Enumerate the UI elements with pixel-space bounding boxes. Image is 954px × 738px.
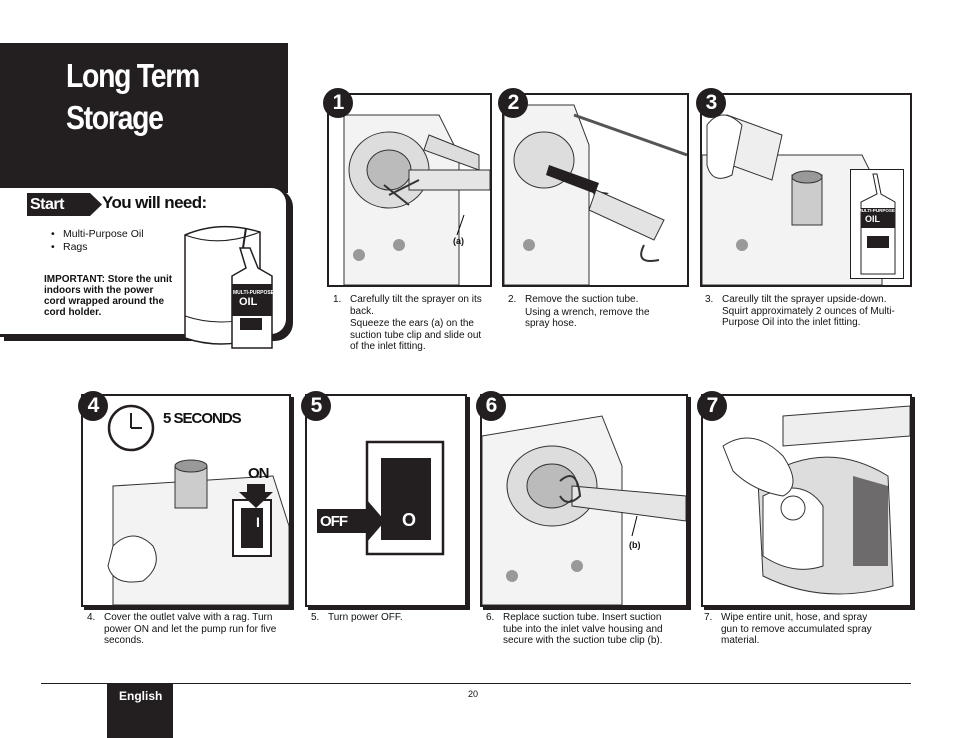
step-4-badge: 4 <box>78 391 108 421</box>
rags-and-oil-illustration <box>184 225 273 349</box>
page-number: 20 <box>468 689 479 699</box>
page-title-line-1: Long Term <box>66 57 200 94</box>
switch-on-label: ON <box>248 465 269 482</box>
callout-b: (b) <box>629 540 641 550</box>
step-3-oil-label-big: OIL <box>865 214 880 224</box>
callout-a: (a) <box>453 236 464 246</box>
start-tag-arrow <box>27 193 102 216</box>
step-7-badge: 7 <box>697 391 727 421</box>
step-6-badge: 6 <box>476 391 506 421</box>
supplies-item: Rags <box>48 241 144 254</box>
step-2-text: Remove the suction tube. <box>525 294 639 305</box>
step-5-illustration <box>305 394 467 607</box>
step-3-illustration <box>700 93 912 287</box>
step-4-number: 4. <box>87 612 96 623</box>
step-2-text-2: Using a wrench, remove the spray hose. <box>525 306 650 330</box>
step-1-number: 1. <box>333 294 342 305</box>
storage-important-note: IMPORTANT: Store the unit indoors with t… <box>44 274 173 318</box>
step-3-text: Careully tilt the sprayer upside-down. S… <box>722 294 895 328</box>
supplies-heading: You will need: <box>102 193 207 212</box>
language-tab <box>107 684 173 738</box>
supplies-list: Multi-Purpose Oil Rags <box>48 228 144 254</box>
step-2-badge: 2 <box>498 88 528 118</box>
oil-inlet-fitting-drawing <box>702 114 883 285</box>
step-6-text: Replace suction tube. Insert suction tub… <box>503 612 663 646</box>
step-7-text: Wipe entire unit, hose, and spray gun to… <box>721 612 872 646</box>
step-7-caption: 7. Wipe entire unit, hose, and spray gun… <box>704 612 884 647</box>
step-2-illustration <box>502 93 689 287</box>
step-3-badge: 3 <box>696 88 726 118</box>
step-1-illustration <box>327 93 492 287</box>
step-2-number: 2. <box>508 294 517 305</box>
step-6-caption: 6. Replace suction tube. Insert suction … <box>486 612 666 647</box>
suction-tube-removal-drawing <box>504 104 687 285</box>
step-1-caption: 1. Carefully tilt the sprayer on its bac… <box>333 294 483 353</box>
step-3-number: 3. <box>705 294 714 305</box>
power-switch-off-drawing <box>317 440 445 556</box>
oil-label-small: MULTI-PURPOSE <box>233 290 275 296</box>
step-5-caption: 5. Turn power OFF. <box>311 612 461 624</box>
language-label: English <box>119 689 163 703</box>
sprayer-inlet-clip-drawing <box>343 114 490 285</box>
switch-on-symbol: I <box>256 514 260 530</box>
step-5-number: 5. <box>311 612 320 623</box>
footer-rule <box>41 683 911 684</box>
step-5-badge: 5 <box>301 391 331 421</box>
switch-off-label: OFF <box>320 513 348 530</box>
step-1-text-2: Squeeze the ears (a) on the suction tube… <box>350 318 482 352</box>
step-1-badge: 1 <box>323 88 353 118</box>
oil-bottle-drawing <box>860 173 896 275</box>
step-6-number: 6. <box>486 612 495 623</box>
step-3-caption: 3. Careully tilt the sprayer upside-down… <box>705 294 913 329</box>
step-6-illustration <box>480 394 688 607</box>
step-3-oil-label-small: MULTI-PURPOSE <box>858 208 895 213</box>
supplies-item: Multi-Purpose Oil <box>48 228 144 241</box>
timer-label: 5 SECONDS <box>163 410 242 427</box>
step-2-caption: 2. Remove the suction tube. Using a wren… <box>508 294 668 330</box>
switch-off-symbol: O <box>402 510 417 530</box>
page-title: Long Term Storage <box>66 55 255 139</box>
step-4-text: Cover the outlet valve with a rag. Turn … <box>104 612 277 646</box>
step-4-caption: 4. Cover the outlet valve with a rag. Tu… <box>87 612 277 647</box>
suction-tube-replace-drawing <box>482 415 686 605</box>
step-5-text: Turn power OFF. <box>328 612 403 623</box>
step-7-illustration <box>701 394 912 607</box>
step-1-text: Carefully tilt the sprayer on its back. <box>350 294 482 317</box>
title-banner <box>0 43 288 193</box>
oil-bottle-inset <box>850 169 904 279</box>
oil-label-big: OIL <box>239 296 258 308</box>
start-label: Start <box>30 196 64 213</box>
wipe-unit-drawing <box>722 405 910 595</box>
pump-run-drawing <box>107 404 289 605</box>
step-7-number: 7. <box>704 612 713 623</box>
step-4-illustration <box>81 394 291 607</box>
page-title-line-2: Storage <box>66 99 164 136</box>
